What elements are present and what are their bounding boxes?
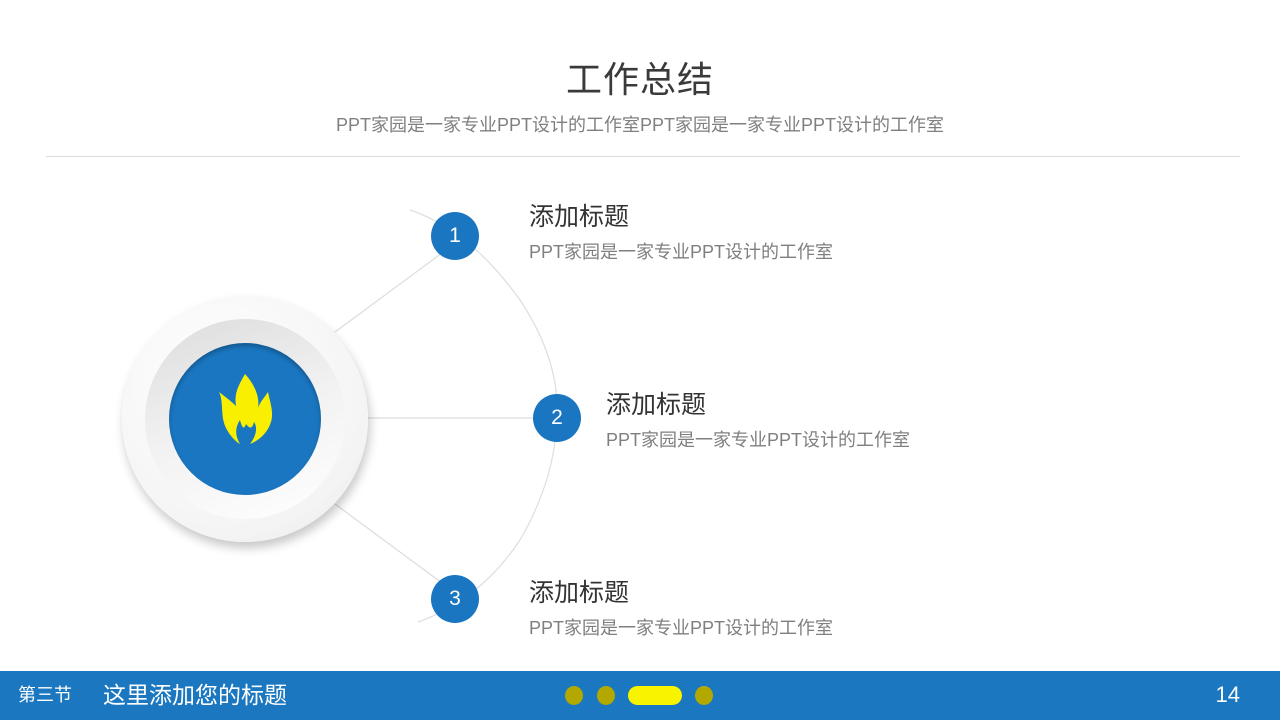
footer-bar: 第三节 这里添加您的标题 14 [0,671,1280,720]
slide-subtitle: PPT家园是一家专业PPT设计的工作室PPT家园是一家专业PPT设计的工作室 [335,115,945,135]
nav-dot-active[interactable] [628,686,682,705]
step-node-2: 2 [533,394,581,442]
step-node-1: 1 [431,212,479,260]
item-3-title: 添加标题 [529,579,630,607]
nav-dot-4[interactable] [695,686,713,705]
step-node-3: 3 [431,575,479,623]
slide-title: 工作总结 [565,59,714,100]
flame-icon [219,374,273,444]
nav-dot-2[interactable] [597,686,615,705]
item-2-title: 添加标题 [606,391,707,419]
nav-dot-1[interactable] [565,686,583,705]
item-1-title: 添加标题 [529,203,630,231]
page-number: 14 [1215,682,1240,707]
section-label: 第三节 [18,685,72,705]
item-1-desc: PPT家园是一家专业PPT设计的工作室 [529,242,834,262]
footer-title: 这里添加您的标题 [103,682,287,708]
item-3-desc: PPT家园是一家专业PPT设计的工作室 [529,618,834,638]
item-2-desc: PPT家园是一家专业PPT设计的工作室 [606,430,911,450]
header-divider [46,156,1240,157]
